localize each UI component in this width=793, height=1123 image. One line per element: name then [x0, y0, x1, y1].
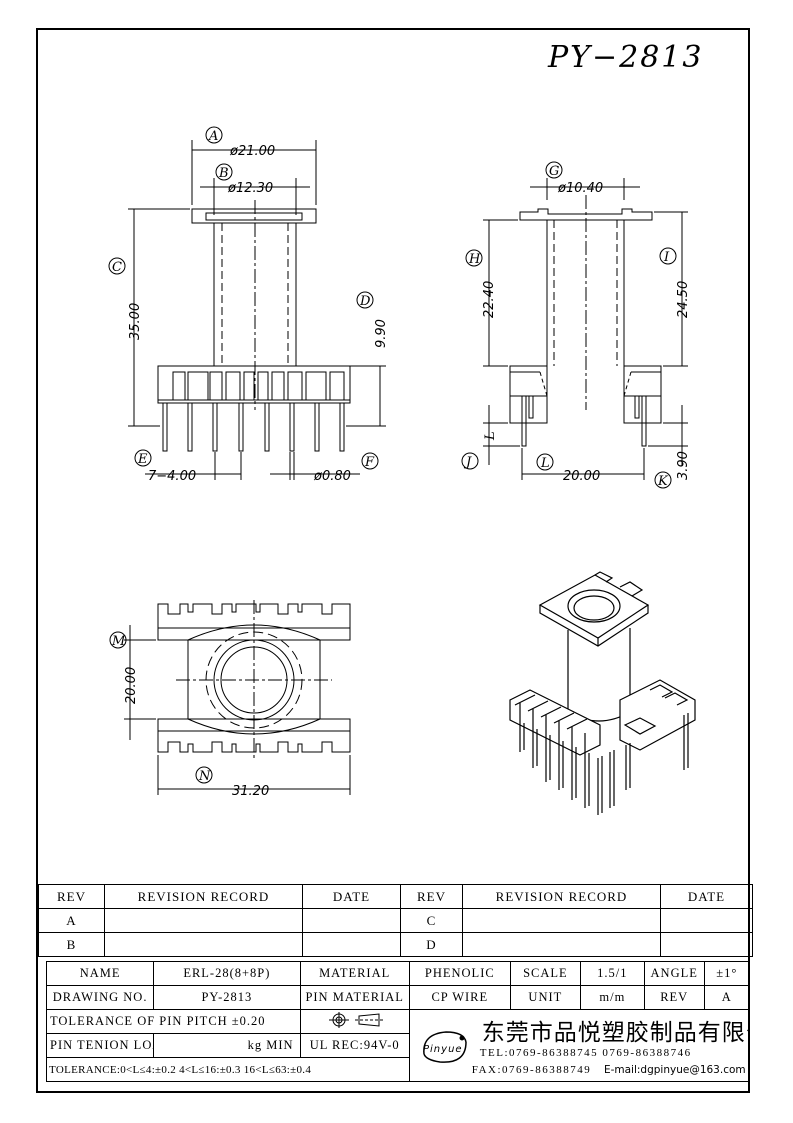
- table-row: DRAWING NO. PY-2813 PIN MATERIAL CP WIRE…: [45, 985, 751, 1010]
- date-cell: [660, 908, 753, 933]
- date-cell: [660, 932, 753, 957]
- record-cell: [104, 932, 303, 957]
- pin-material-label: PIN MATERIAL: [299, 985, 410, 1010]
- company-fax-email: FAX:0769-86388749 E-mail:dgpinyue@163.co…: [472, 1064, 746, 1076]
- logo-text: Pinyue: [423, 1044, 463, 1055]
- drawing-no-value: PY-2813: [153, 985, 301, 1010]
- dim-e: 7−4.00: [148, 469, 196, 484]
- label-i: I: [663, 250, 670, 265]
- dim-d: 9.90: [374, 319, 389, 348]
- drawing-sheet-border: [36, 28, 750, 1093]
- label-k: K: [657, 474, 669, 489]
- dim-k: 3.90: [676, 451, 691, 480]
- revision-header-row: REV REVISION RECORD DATE REV REVISION RE…: [38, 884, 753, 909]
- side-view: G ø10.40 H 22.40 I 24.50 J L L 20.00: [461, 161, 691, 489]
- label-g: G: [549, 164, 559, 179]
- dim-m: 20.00: [124, 667, 139, 704]
- company-email: E-mail:dgpinyue@163.com: [603, 1064, 746, 1076]
- label-j: J: [463, 455, 472, 470]
- label-d: D: [359, 294, 371, 309]
- dim-g: ø10.40: [557, 181, 603, 196]
- technical-drawing: A ø21.00 B ø12.30 C 35.00 D 9.90 E 7−4.0…: [108, 126, 696, 815]
- pin-material-value: CP WIRE: [408, 985, 511, 1010]
- rev-cell: D: [400, 932, 463, 957]
- rev-cell: A: [38, 908, 105, 933]
- top-view: M 20.00 N 31.20: [109, 600, 351, 799]
- scale-value: 1.5/1: [579, 961, 645, 986]
- date-header: DATE: [302, 884, 401, 909]
- company-name: 东莞市品悦塑胶制品有限公司: [481, 1020, 749, 1046]
- drawing-title: PY−2813: [548, 40, 704, 75]
- title-block-table: NAME ERL-28(8+8P) MATERIAL PHENOLIC SCAL…: [45, 961, 751, 1082]
- angle-value: ±1°: [703, 961, 751, 986]
- dim-b: ø12.30: [227, 181, 273, 196]
- rev-header: REV: [400, 884, 463, 909]
- rev-cell: B: [38, 932, 105, 957]
- rev-header: REV: [38, 884, 105, 909]
- pinyue-logo-icon: Pinyue: [423, 1031, 467, 1063]
- dim-f: ø0.80: [313, 469, 351, 484]
- company-tel: TEL:0769-86388745 0769-86388746: [479, 1047, 692, 1059]
- label-e: E: [137, 452, 148, 467]
- dim-j-letter: L: [483, 431, 498, 441]
- ul-rec: UL REC:94V-0: [299, 1033, 410, 1058]
- table-row: TOLERANCE:0<L≤4:±0.2 4<L≤16:±0.3 16<L≤63…: [46, 1057, 750, 1082]
- rev-value: A: [703, 985, 751, 1010]
- dim-l: 20.00: [563, 469, 600, 484]
- tolerance-general: TOLERANCE:0<L≤4:±0.2 4<L≤16:±0.3 16<L≤63…: [46, 1057, 410, 1082]
- table-row: NAME ERL-28(8+8P) MATERIAL PHENOLIC SCAL…: [45, 961, 751, 986]
- date-cell: [302, 908, 401, 933]
- label-l: L: [540, 456, 550, 471]
- tolerance-pitch: TOLERANCE OF PIN PITCH ±0.20: [46, 1009, 301, 1034]
- label-c: C: [112, 260, 122, 275]
- scale-label: SCALE: [509, 961, 581, 986]
- label-a: A: [208, 129, 218, 144]
- label-h: H: [468, 252, 481, 267]
- table-row: B D: [38, 932, 753, 957]
- record-cell: [462, 932, 661, 957]
- name-value: ERL-28(8+8P): [153, 961, 301, 986]
- front-view: A ø21.00 B ø12.30 C 35.00 D 9.90 E 7−4.0…: [108, 126, 389, 484]
- date-header: DATE: [660, 884, 753, 909]
- label-m: M: [111, 634, 126, 649]
- drawing-no-label: DRAWING NO.: [45, 985, 155, 1010]
- label-n: N: [198, 769, 211, 784]
- projection-symbol-icon: [328, 1011, 383, 1028]
- dim-i: 24.50: [676, 281, 691, 318]
- isometric-view: [509, 571, 696, 815]
- table-row: A C: [38, 908, 753, 933]
- company-fax: FAX:0769-86388749: [471, 1064, 592, 1076]
- unit-value: m/m: [579, 985, 645, 1010]
- company-block: Pinyue 东莞市品悦塑胶制品有限公司 TEL:0769-86388745 0…: [408, 1009, 751, 1082]
- pin-tension-value: kg MIN: [153, 1033, 301, 1058]
- date-cell: [302, 932, 401, 957]
- pin-tension-label: PIN TENION LOAD: [45, 1033, 155, 1058]
- rev-cell: C: [400, 908, 463, 933]
- unit-label: UNIT: [509, 985, 581, 1010]
- revision-table: REV REVISION RECORD DATE REV REVISION RE…: [38, 884, 753, 957]
- dim-n: 31.20: [232, 784, 269, 799]
- record-cell: [462, 908, 661, 933]
- record-cell: [104, 908, 303, 933]
- material-value: PHENOLIC: [408, 961, 511, 986]
- label-f: F: [364, 455, 375, 470]
- label-b: B: [218, 166, 229, 181]
- revision-record-header: REVISION RECORD: [462, 884, 661, 909]
- angle-label: ANGLE: [643, 961, 705, 986]
- dim-a: ø21.00: [229, 144, 275, 159]
- material-label: MATERIAL: [299, 961, 410, 986]
- dim-c: 35.00: [128, 303, 143, 340]
- table-row: TOLERANCE OF PIN PITCH ±0.20 Pinyue 东莞市品…: [46, 1009, 751, 1082]
- revision-record-header: REVISION RECORD: [104, 884, 303, 909]
- dim-h: 22.40: [482, 281, 497, 318]
- rev-label: REV: [643, 985, 705, 1010]
- name-label: NAME: [45, 961, 155, 986]
- projection-symbol-cell: [299, 1009, 410, 1034]
